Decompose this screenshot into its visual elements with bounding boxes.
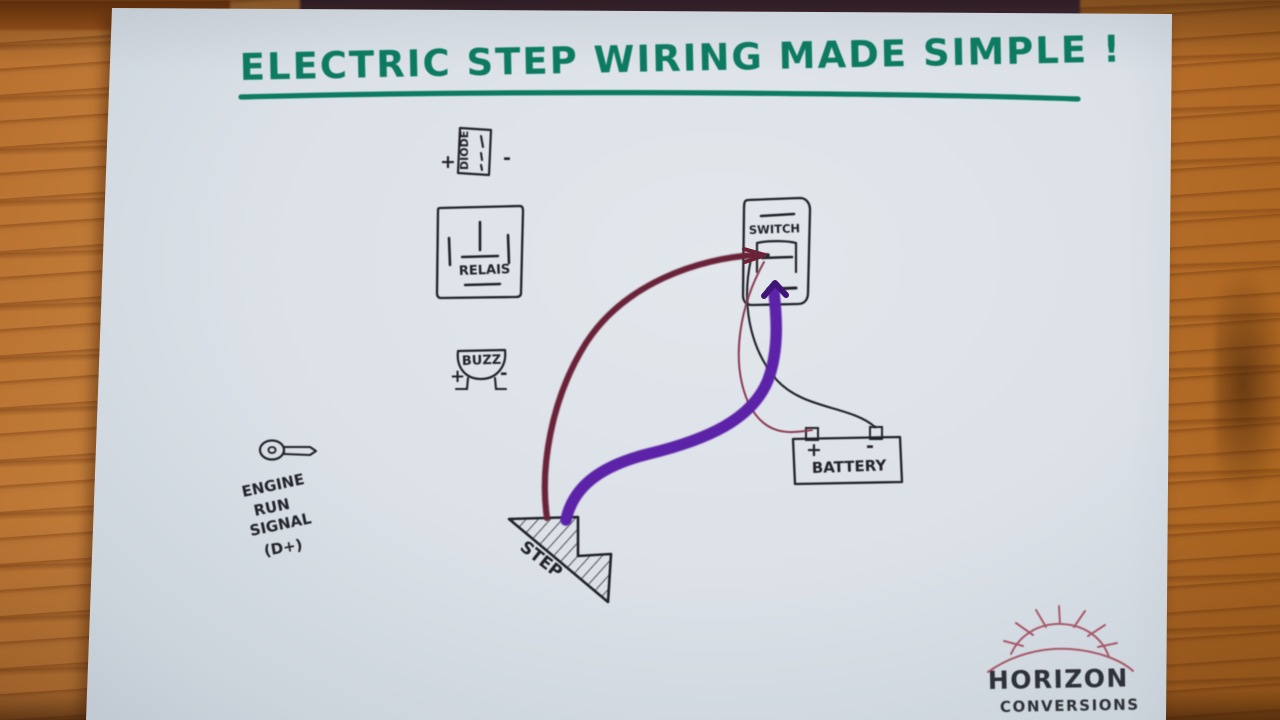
component-buzzer: BUZZ + - [450, 348, 508, 391]
diagram-title: ELECTRIC STEP WIRING MADE SIMPLE ! [238, 28, 1122, 102]
switch-label: SWITCH [749, 221, 801, 237]
key-icon [258, 439, 318, 461]
table-shadow-right [1215, 270, 1280, 500]
component-step: STEP [507, 515, 613, 604]
engine-signal-line-4: (D+) [263, 535, 304, 559]
relay-label: RELAIS [459, 262, 511, 279]
buzzer-dome [456, 348, 507, 381]
title-underline [238, 90, 1081, 102]
wire-step-to-switch-signal [541, 251, 760, 522]
diode-dash-3 [479, 163, 484, 172]
buzzer-leg-left [454, 376, 470, 391]
wire-switch-to-battery-positive [737, 261, 813, 434]
component-engine-run-signal: ENGINE RUN SIGNAL (D+) [240, 439, 318, 560]
sunrise-icon [987, 605, 1134, 673]
buzzer-minus-label: - [500, 363, 507, 384]
battery-post-positive [805, 427, 819, 441]
diode-body [456, 126, 493, 177]
engine-signal-line-1: ENGINE [240, 470, 306, 501]
component-switch: SWITCH [741, 196, 812, 307]
switch-bar-top [759, 212, 796, 218]
relay-bar-lower [463, 282, 502, 287]
wire-step-to-switch-power [560, 286, 782, 526]
title-text: ELECTRIC STEP WIRING MADE SIMPLE ! [239, 28, 1122, 89]
buzzer-leg-right [493, 376, 508, 391]
step-shape [507, 515, 613, 604]
component-diode: DIODE + - [440, 126, 511, 177]
diode-minus-label: - [503, 147, 511, 169]
battery-label: BATTERY [812, 456, 888, 477]
diode-label: DIODE [458, 131, 471, 170]
diode-plus-label: + [440, 151, 456, 173]
switch-body [741, 196, 812, 307]
battery-body [791, 435, 904, 486]
buzzer-plus-label: + [450, 366, 465, 387]
buzzer-label: BUZZ [462, 353, 502, 369]
diode-dash-1 [479, 134, 485, 149]
brand-logo: HORIZON CONVERSIONS [987, 605, 1140, 716]
relay-bar-upper [460, 254, 500, 259]
logo-brand-text: HORIZON [988, 664, 1129, 695]
component-relay: RELAIS [435, 204, 525, 300]
component-battery: + - BATTERY [791, 426, 904, 486]
relay-body [435, 204, 525, 300]
battery-minus-label: - [866, 435, 874, 457]
battery-plus-label: + [806, 439, 822, 461]
relay-pin-left [447, 236, 452, 267]
logo-subtitle-text: CONVERSIONS [1000, 696, 1140, 716]
wire-signal-arrowhead [742, 247, 767, 264]
diode-dash-2 [479, 151, 484, 162]
wire-switch-to-battery-negative [746, 257, 877, 429]
wire-power-arrowhead [761, 280, 789, 299]
switch-bar-mid [760, 255, 794, 260]
relay-pin-right [506, 233, 511, 265]
